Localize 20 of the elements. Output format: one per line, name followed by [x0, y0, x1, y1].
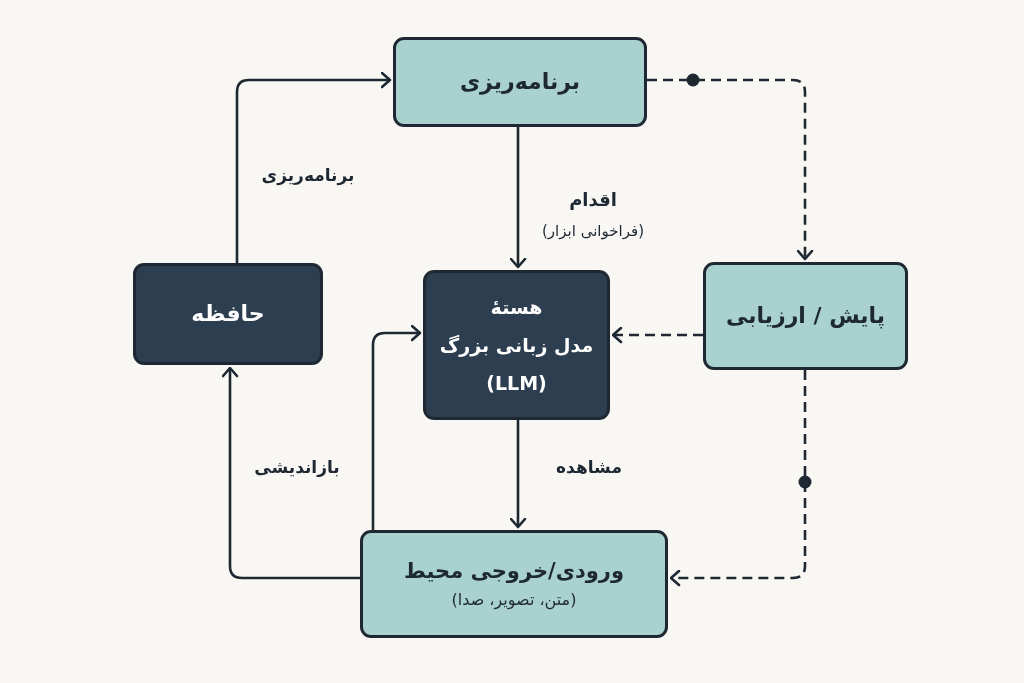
arrow — [371, 324, 422, 530]
arrow — [509, 420, 527, 529]
arrow — [611, 326, 703, 344]
box-title: هستهٔ — [490, 295, 543, 320]
box-title: ورودی/خروجی محیط — [404, 558, 624, 586]
arrow — [235, 71, 392, 263]
process-box — [393, 37, 647, 127]
box-title: حافظه — [191, 299, 265, 328]
box-subtitle: (متن، تصویر، صدا) — [451, 588, 577, 612]
box-subtitle: مدل زبانی بزرگ (LLM) — [438, 333, 595, 396]
arrow — [221, 366, 360, 580]
box-title: برنامه‌ریزی — [459, 67, 581, 97]
process-box — [133, 263, 323, 365]
process-box — [360, 530, 668, 638]
arrow — [669, 370, 807, 587]
process-box — [423, 270, 610, 420]
arrow — [647, 78, 814, 261]
process-box — [703, 262, 908, 370]
box-title: پایش / ارزیابی — [725, 301, 886, 331]
arrow — [509, 127, 527, 269]
